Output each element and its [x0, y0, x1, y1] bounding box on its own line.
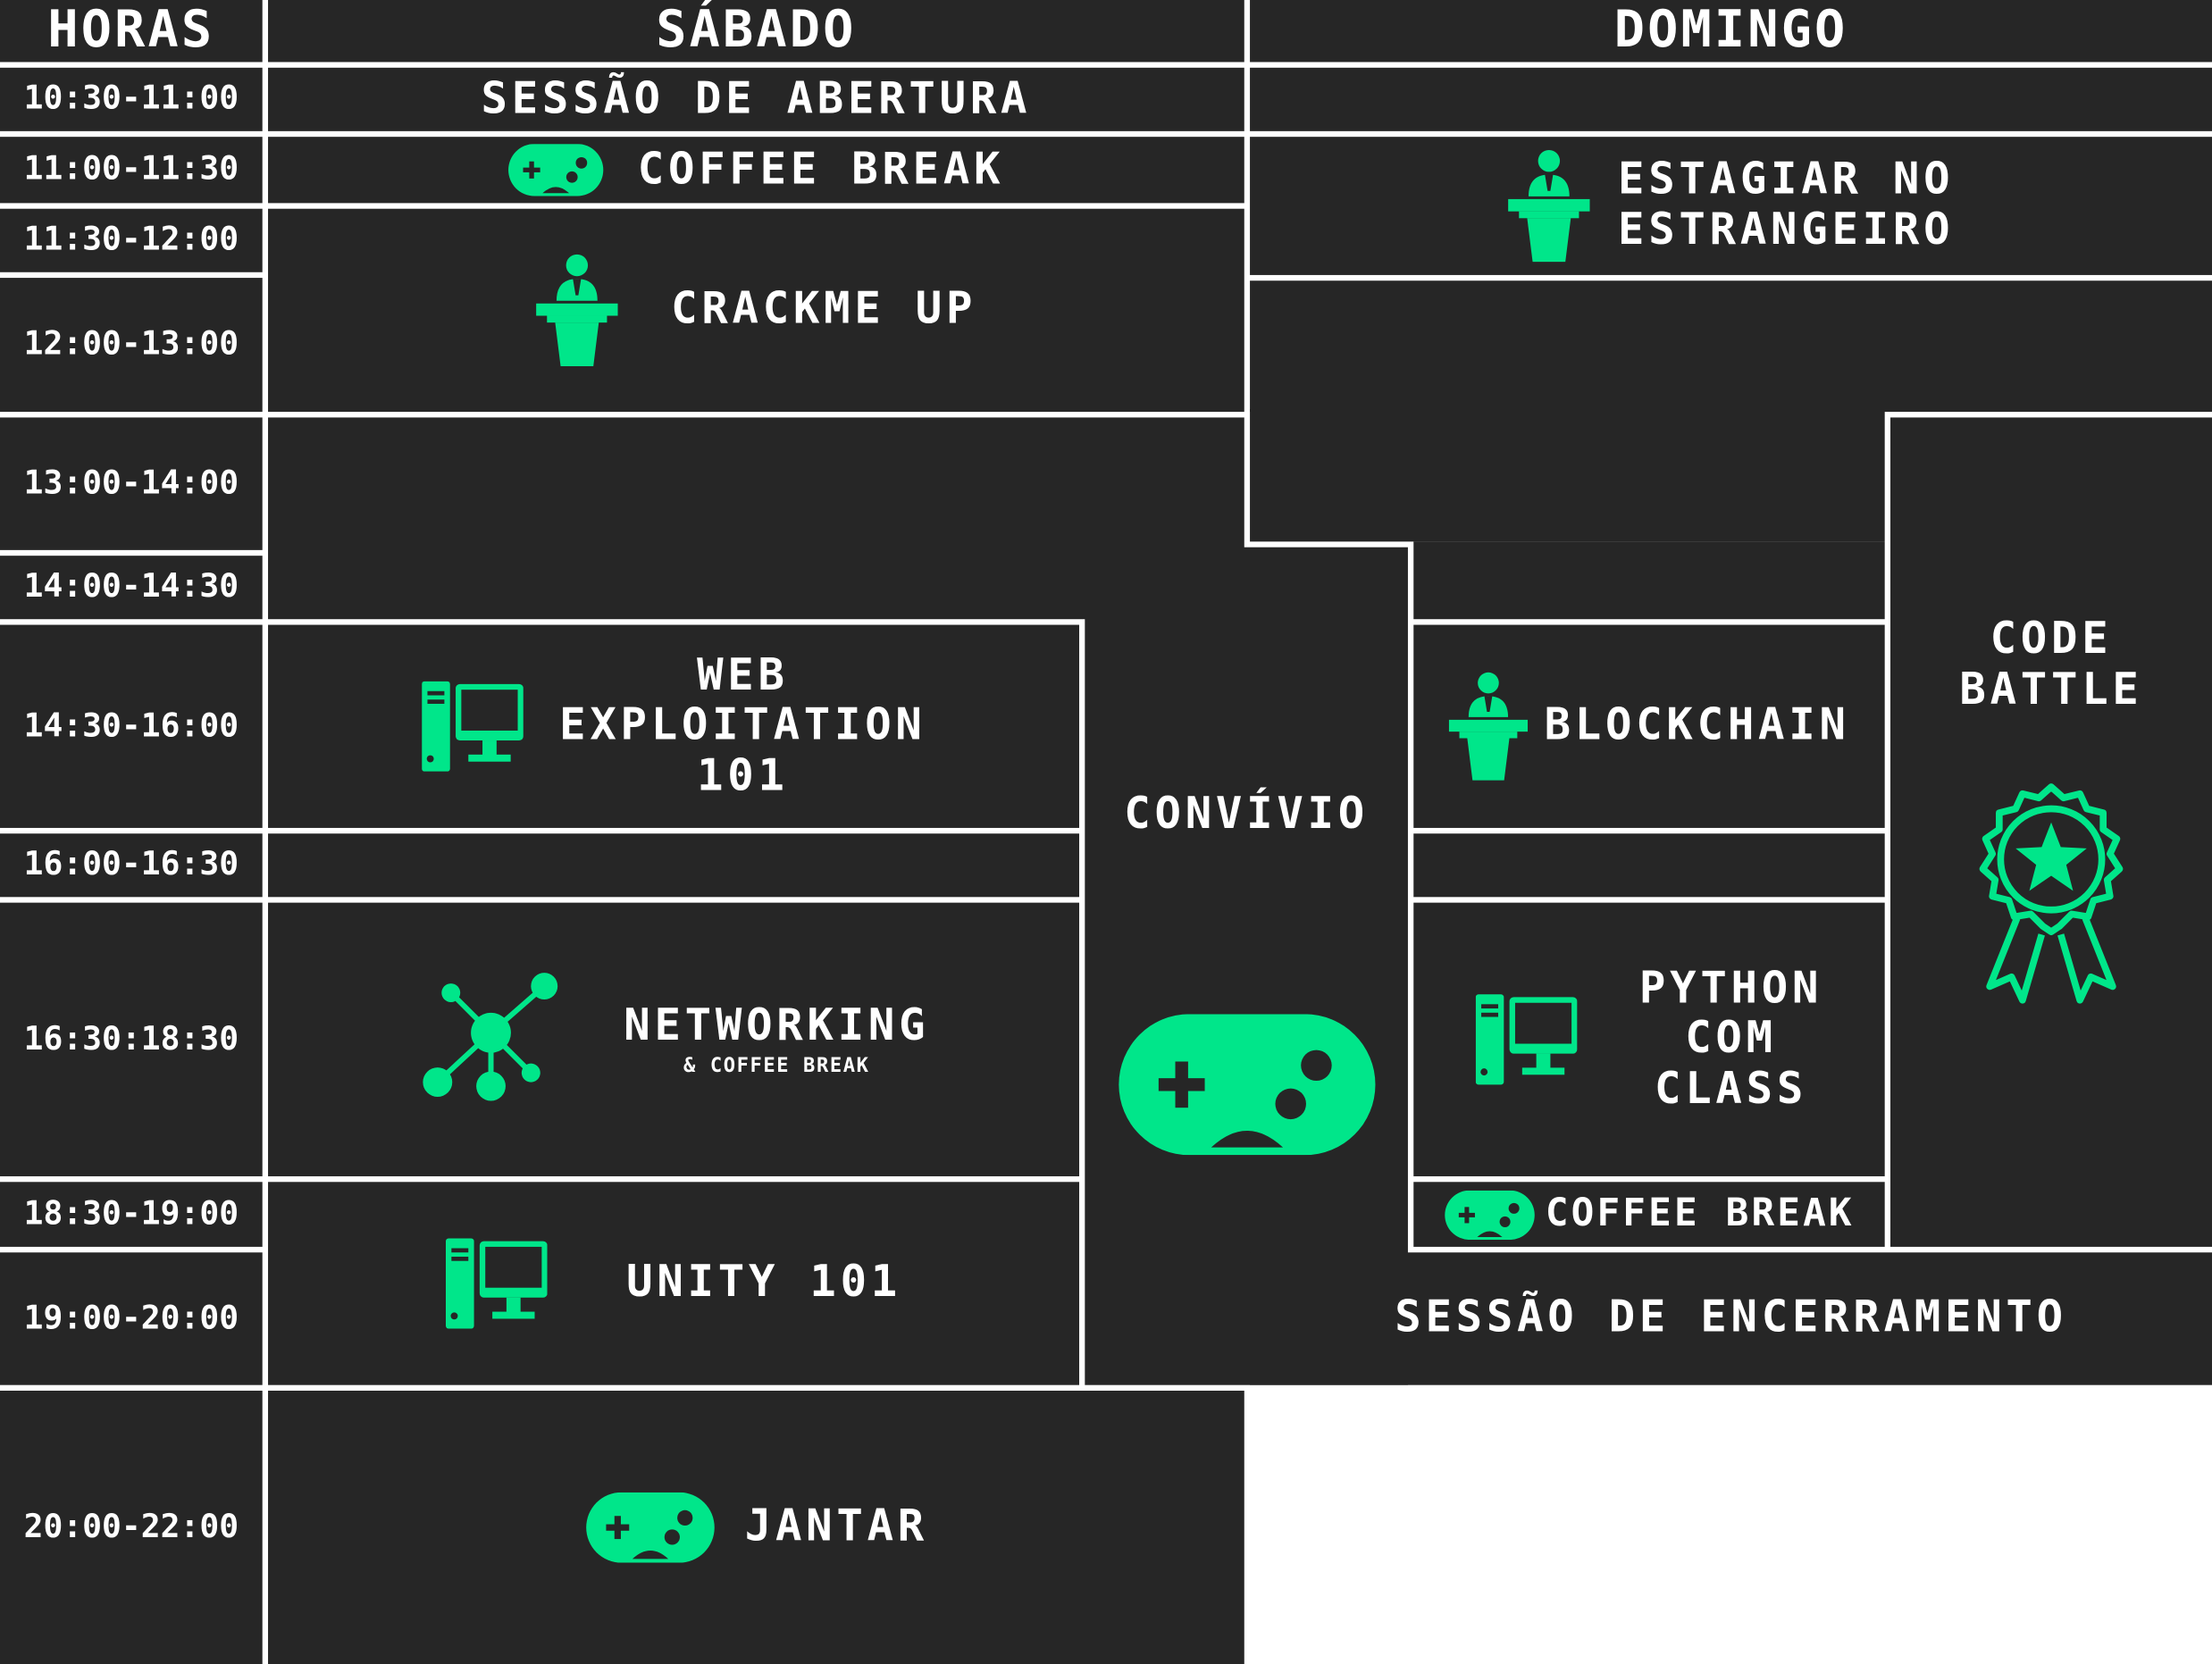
header-hours-label: HORAS	[47, 2, 215, 60]
header-sunday: DOMINGO	[1250, 0, 2212, 63]
event-coffee-break-saturday: COFFEE BREAK	[268, 137, 1244, 204]
event-coffee-break-sunday: COFFEE BREAK	[1413, 1182, 1885, 1247]
event-unity-101: UNITY 101	[268, 1182, 1080, 1385]
time-label: 19:00-20:00	[23, 1300, 239, 1337]
event-blockchain: BLOCKCHAIN	[1413, 624, 1885, 828]
event-label-line3: 101	[697, 749, 789, 801]
event-label-line1: ESTAGIAR NO	[1617, 154, 1955, 205]
time-slot: 11:30-12:00	[0, 208, 263, 272]
speaker-podium-icon	[1508, 149, 1590, 262]
time-label: 16:00-16:30	[23, 846, 239, 883]
empty-slot	[1413, 833, 1885, 898]
header-saturday: SÁBADO	[268, 0, 1244, 63]
event-label-line1: WEB	[697, 649, 789, 701]
event-label: COFFEE BREAK	[1545, 1192, 1855, 1237]
event-label-line2: BATTLE	[1959, 664, 2143, 715]
time-slot: 20:00-22:00	[0, 1390, 263, 1664]
event-dinner: JANTAR	[268, 1390, 1244, 1664]
time-label: 13:00-14:00	[23, 464, 239, 502]
event-label: BLOCKCHAIN	[1544, 699, 1850, 751]
time-slot: 16:30:18:30	[0, 902, 263, 1176]
time-label: 20:00-22:00	[23, 1509, 239, 1546]
event-label: CRACKME UP	[671, 283, 977, 335]
event-label: SESSÃO DE ENCERRAMENTO	[1395, 1292, 2067, 1343]
time-slot: 14:30-16:00	[0, 624, 263, 828]
computer-icon	[1476, 993, 1578, 1086]
event-label-line3: CLASS	[1655, 1063, 1808, 1115]
header-hours: HORAS	[0, 0, 263, 63]
event-web-exploitation: WEB EXPLOITATION 101	[268, 624, 1080, 828]
time-label: 10:30-11:00	[23, 80, 239, 118]
time-label: 11:00-11:30	[23, 151, 239, 188]
empty-slot	[1250, 67, 2212, 131]
gamepad-icon	[1444, 1190, 1537, 1239]
time-slot: 12:00-13:00	[0, 278, 263, 413]
event-code-battle: CODE BATTLE	[1889, 417, 2212, 1247]
event-python-com-class: PYTHON COM CLASS	[1413, 902, 1885, 1176]
network-icon	[418, 972, 565, 1108]
event-label-line2: ESTRANGEIRO	[1617, 204, 1955, 255]
time-slot: 18:30-19:00	[0, 1182, 263, 1247]
event-label-line1: CODE	[1990, 613, 2113, 665]
empty-slot	[1413, 541, 1885, 620]
time-slot: 10:30-11:00	[0, 67, 263, 131]
time-label: 14:00-14:30	[23, 568, 239, 606]
event-closing-session: SESSÃO DE ENCERRAMENTO	[1250, 1252, 2212, 1385]
event-label-line2: EXPLOITATION	[559, 699, 926, 751]
time-slot: 14:00-14:30	[0, 556, 263, 620]
gamepad-icon	[508, 144, 604, 196]
event-label: CONVÍVIO	[1124, 788, 1369, 840]
empty-slot	[268, 833, 1080, 898]
time-slot: 11:00-11:30	[0, 137, 263, 204]
gamepad-icon	[584, 1493, 716, 1563]
time-label: 18:30-19:00	[23, 1195, 239, 1233]
event-label-line1: PYTHON	[1638, 962, 1823, 1014]
award-ribbon-icon	[1963, 781, 2141, 1009]
event-label-line2: COM	[1685, 1013, 1777, 1064]
event-label: JANTAR	[744, 1501, 929, 1552]
time-label: 16:30:18:30	[23, 1020, 239, 1058]
speaker-podium-icon	[1448, 672, 1527, 782]
gamepad-icon	[1114, 1014, 1379, 1155]
time-label: 14:30-16:00	[23, 707, 239, 745]
event-convivio: CONVÍVIO	[1085, 547, 1408, 1385]
empty-slot	[1250, 408, 1885, 542]
event-label: SESSÃO DE ABERTURA	[481, 72, 1032, 124]
header-sunday-label: DOMINGO	[1613, 2, 1848, 60]
computer-icon	[446, 1237, 548, 1330]
event-label: UNITY 101	[626, 1257, 902, 1309]
event-sublabel: & COFFEE BREAK	[683, 1054, 870, 1078]
empty-slot	[268, 417, 1244, 620]
time-slot: 19:00-20:00	[0, 1252, 263, 1385]
computer-icon	[421, 681, 523, 772]
event-label: COFFEE BREAK	[637, 143, 1005, 195]
time-slot: 13:00-14:00	[0, 417, 263, 550]
time-slot: 16:00-16:30	[0, 833, 263, 898]
empty-slot	[1250, 280, 2212, 413]
time-label: 12:00-13:00	[23, 326, 239, 364]
event-networking: NETWORKING & COFFEE BREAK	[268, 902, 1080, 1176]
time-label: 11:30-12:00	[23, 222, 239, 259]
event-opening-session: SESSÃO DE ABERTURA	[268, 67, 1244, 131]
event-label: NETWORKING	[624, 999, 930, 1051]
event-crackme-up: CRACKME UP	[268, 208, 1244, 413]
event-internship-abroad: ESTAGIAR NO ESTRANGEIRO	[1250, 137, 2212, 275]
speaker-podium-icon	[536, 254, 618, 366]
header-saturday-label: SÁBADO	[656, 2, 857, 60]
